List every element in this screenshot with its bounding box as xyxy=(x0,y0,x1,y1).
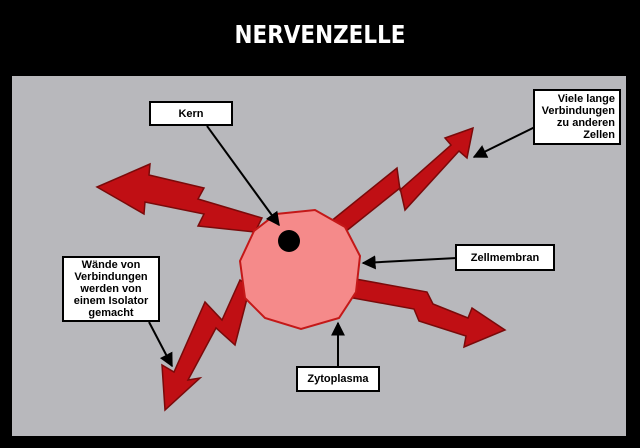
label-zellmembran: Zellmembran xyxy=(455,244,555,271)
axon-arrow-upper-left xyxy=(95,162,264,233)
label-kern: Kern xyxy=(149,101,233,126)
label-waende: Wände von Verbindungen werden von einem … xyxy=(62,256,160,322)
pointer-zellmembran xyxy=(361,255,458,270)
pointer-verbindungen xyxy=(472,126,536,158)
label-verbindungen: Viele lange Verbindungen zu anderen Zell… xyxy=(533,89,621,145)
pointer-waende xyxy=(148,321,173,368)
diagram-title: NERVENZELLE xyxy=(234,20,406,49)
label-zytoplasma: Zytoplasma xyxy=(296,366,380,392)
nucleus xyxy=(278,230,300,252)
axon-arrow-upper-right xyxy=(328,126,474,238)
axon-arrow-lower-left xyxy=(161,278,251,412)
cell-body xyxy=(238,208,362,331)
pointer-kern xyxy=(206,125,280,227)
axon-arrow-lower-right xyxy=(349,277,507,349)
